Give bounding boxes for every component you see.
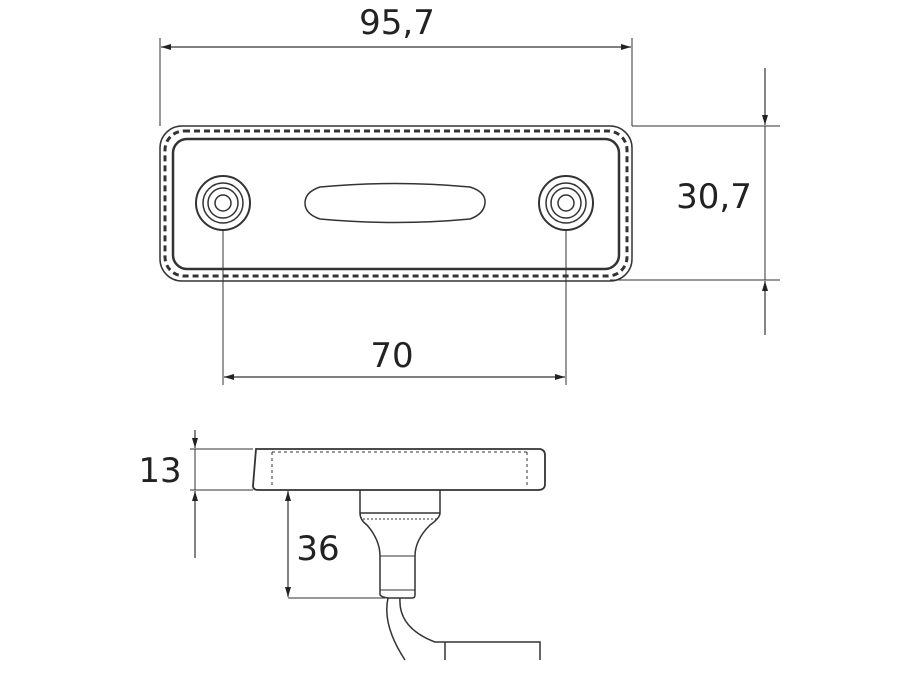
housing-dashed-rim	[163, 129, 629, 278]
dimension-stem-length-label: 36	[296, 529, 339, 569]
outer-housing	[159, 125, 633, 282]
dimension-stem-length: 36	[285, 491, 385, 599]
dimension-body-height: 13	[138, 430, 253, 558]
dimension-hole-spacing-label: 70	[370, 336, 413, 376]
cable	[386, 597, 541, 661]
top-view	[159, 125, 633, 282]
dimension-length-label: 95,7	[359, 3, 435, 43]
mounting-hole-right	[538, 175, 594, 231]
inner-lens	[171, 137, 621, 271]
dimension-hole-spacing: 70	[222, 230, 567, 385]
dimension-length: 95,7	[159, 3, 633, 126]
side-stem	[359, 490, 441, 599]
dimension-body-height-label: 13	[138, 451, 181, 491]
dimension-width-label: 30,7	[676, 177, 752, 217]
side-body	[252, 448, 546, 491]
side-view	[252, 448, 546, 661]
dimension-width: 30,7	[610, 68, 780, 335]
center-slot	[304, 182, 486, 224]
mounting-hole-left	[195, 175, 251, 231]
